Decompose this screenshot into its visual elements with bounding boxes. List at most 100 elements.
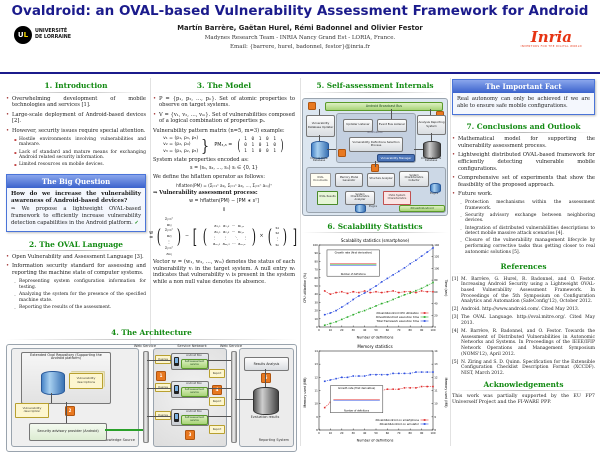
- brace: }: [201, 135, 210, 155]
- big-question-box: The Big Question How do we increase the …: [6, 173, 146, 232]
- arrow: [319, 134, 320, 141]
- svg-text:20: 20: [434, 313, 438, 317]
- affiliation-line: Madynes Research Team - INRIA Nancy Gran…: [204, 35, 396, 41]
- svg-text:9: 9: [316, 415, 318, 419]
- vulnerability-description-note: Vulnerability description: [15, 402, 49, 418]
- badge: [308, 101, 316, 110]
- svg-text:XOvaldi4Android CPU utilizatio: XOvaldi4Android CPU utilization: [376, 311, 419, 315]
- step-badge-1: 1: [156, 370, 166, 381]
- self-assessment-service: Self-assessment service: [181, 414, 208, 425]
- check-icon: ✓: [134, 219, 139, 226]
- report-note: Report: [209, 368, 225, 378]
- web-service-right-bar: [231, 350, 237, 443]
- reference-item: [3]The OVAL Language. http://oval.mitre.…: [452, 315, 595, 326]
- svg-text:11: 11: [434, 389, 438, 393]
- section-heading-statistics: 6. Scalability Statistics: [302, 222, 448, 234]
- oval-subbullet: –Reporting the results of the assessment…: [14, 304, 112, 310]
- internal-results-database-label: Internal Results Database: [420, 156, 442, 163]
- pm-label: PM₃,₅ =: [214, 143, 233, 149]
- svg-text:0: 0: [434, 325, 436, 329]
- svg-text:60: 60: [386, 431, 390, 435]
- vulnerability-definitions-selection-box: Vulnerability Definitions Selection Proc…: [349, 136, 403, 152]
- svg-text:Number of definitions: Number of definitions: [357, 336, 394, 340]
- section-heading-references: References: [452, 262, 595, 274]
- svg-text:CPU utilization (%): CPU utilization (%): [303, 273, 307, 303]
- event-bus-listener-box: Event Bus Listener: [377, 118, 407, 132]
- memory-model-generator-box: Memory Model Generator: [335, 172, 363, 187]
- svg-text:Total framework execution time: Total framework execution time: [376, 319, 420, 323]
- evaluation-results-db-icon: [253, 386, 279, 415]
- svg-text:100: 100: [434, 266, 439, 270]
- svg-text:70: 70: [397, 328, 401, 332]
- internal-oval-database-label: Internal OVAL Database: [310, 156, 328, 163]
- matrix-intro: Vulnerability pattern matrix (n=5, m=3) …: [153, 127, 285, 134]
- internal-results-database-icon: [423, 140, 441, 159]
- arrow: [431, 132, 432, 141]
- down-arrow: ⇓: [221, 206, 227, 213]
- android-box: Android Box Self-assessment service: [171, 380, 209, 398]
- oval-bullet: •Open Vulnerability and Assessment Langu…: [6, 254, 144, 261]
- self-assessment-service: Self-assessment service: [181, 386, 208, 397]
- svg-text:13: 13: [314, 362, 318, 366]
- svg-text:100: 100: [431, 328, 436, 332]
- svg-text:Number of definitions: Number of definitions: [344, 409, 370, 412]
- state-intro: System state properties encoded as:: [153, 156, 249, 163]
- svg-text:60: 60: [314, 276, 318, 280]
- section-heading-oval-language: 2. The OVAL Language: [6, 240, 146, 252]
- svg-text:100: 100: [431, 431, 436, 435]
- column-separator: [150, 78, 151, 446]
- svg-text:13: 13: [434, 362, 438, 366]
- times: ×: [259, 233, 264, 239]
- svg-text:12: 12: [314, 375, 318, 379]
- svg-text:40: 40: [314, 292, 318, 296]
- oval-subbullet: –Representing system configuration infor…: [14, 279, 146, 291]
- svg-text:20: 20: [340, 431, 344, 435]
- results-analysis-box: Results Analysis: [244, 356, 289, 371]
- svg-text:50: 50: [374, 431, 378, 435]
- svg-text:Time (sec): Time (sec): [444, 279, 448, 297]
- svg-text:Memory used (MB): Memory used (MB): [444, 377, 448, 407]
- a-matrix: a₁,₁ a₁,₂ ⋯ a₁,ₙ a₂,₁ a₂,₂ ⋯ a₂,ₙ ⋮ ⋮ ⋱ …: [210, 224, 248, 247]
- arrow: [430, 108, 431, 115]
- reference-item: [1]M. Barrère, G. Hurel, R. Badonnel, an…: [452, 276, 595, 305]
- svg-text:XOvaldi4Android execution time: XOvaldi4Android execution time: [376, 315, 420, 319]
- green-arrow: [105, 428, 143, 431]
- svg-text:80: 80: [434, 278, 438, 282]
- svg-text:8: 8: [316, 428, 318, 432]
- inria-wordmark: Inria: [530, 28, 572, 46]
- evaluation-results-label: Evaluation results: [250, 414, 280, 419]
- model-bullet: •P = {p₁, p₂, …, pₙ}. Set of atomic prop…: [153, 95, 295, 109]
- svg-text:0: 0: [318, 328, 320, 332]
- column-introduction: 1. Introduction •Overwhelming developmen…: [6, 79, 146, 312]
- svg-text:Memory statistics: Memory statistics: [357, 344, 392, 349]
- ul-logo-text: UNIVERSITÉ DE LORRAINE: [35, 29, 72, 40]
- svg-text:10: 10: [329, 328, 333, 332]
- section-heading-internals: 5. Self-assessment Internals: [302, 81, 448, 93]
- svg-text:70: 70: [314, 268, 318, 272]
- svg-text:90: 90: [420, 328, 424, 332]
- vulnerability-database-updater-box: Vulnerability Database Updater: [306, 114, 335, 137]
- svg-text:Number of definitions: Number of definitions: [357, 439, 394, 443]
- important-fact-box: The Important Fact Real autonomy can onl…: [452, 79, 595, 115]
- svg-text:70: 70: [397, 431, 401, 435]
- android-broadcast-bus: Android Broadcast Bus: [325, 101, 443, 111]
- svg-text:8: 8: [434, 428, 436, 432]
- oval-results-doc: OVAL Results: [317, 190, 338, 205]
- conclusion-subbullet: –Protection mechanisms within the assess…: [460, 200, 595, 211]
- conclusion-bullet: •Mathematical model for supporting the v…: [452, 136, 595, 149]
- arrow: [147, 387, 171, 389]
- state-equation: s = (s₁, s₂, …, sₙ) sᵢ ∈ {0, 1}: [190, 165, 258, 171]
- svg-text:10: 10: [329, 431, 333, 435]
- oval-system-characteristics-doc: OVAL System Characteristics: [383, 190, 411, 205]
- oval-documents-doc: OVAL Documents: [310, 172, 331, 187]
- self-assessment-service: Self-assessment service: [181, 358, 208, 369]
- security-advisory-provider-box: Security advisory provider (Android): [29, 422, 107, 441]
- arrow: [51, 392, 52, 403]
- service-network-label: Service Network: [177, 343, 207, 348]
- svg-text:11: 11: [314, 389, 318, 393]
- header-rule: [0, 72, 600, 74]
- big-question-answer: ⇒ We propose a lightweight OVAL-based fr…: [11, 206, 141, 226]
